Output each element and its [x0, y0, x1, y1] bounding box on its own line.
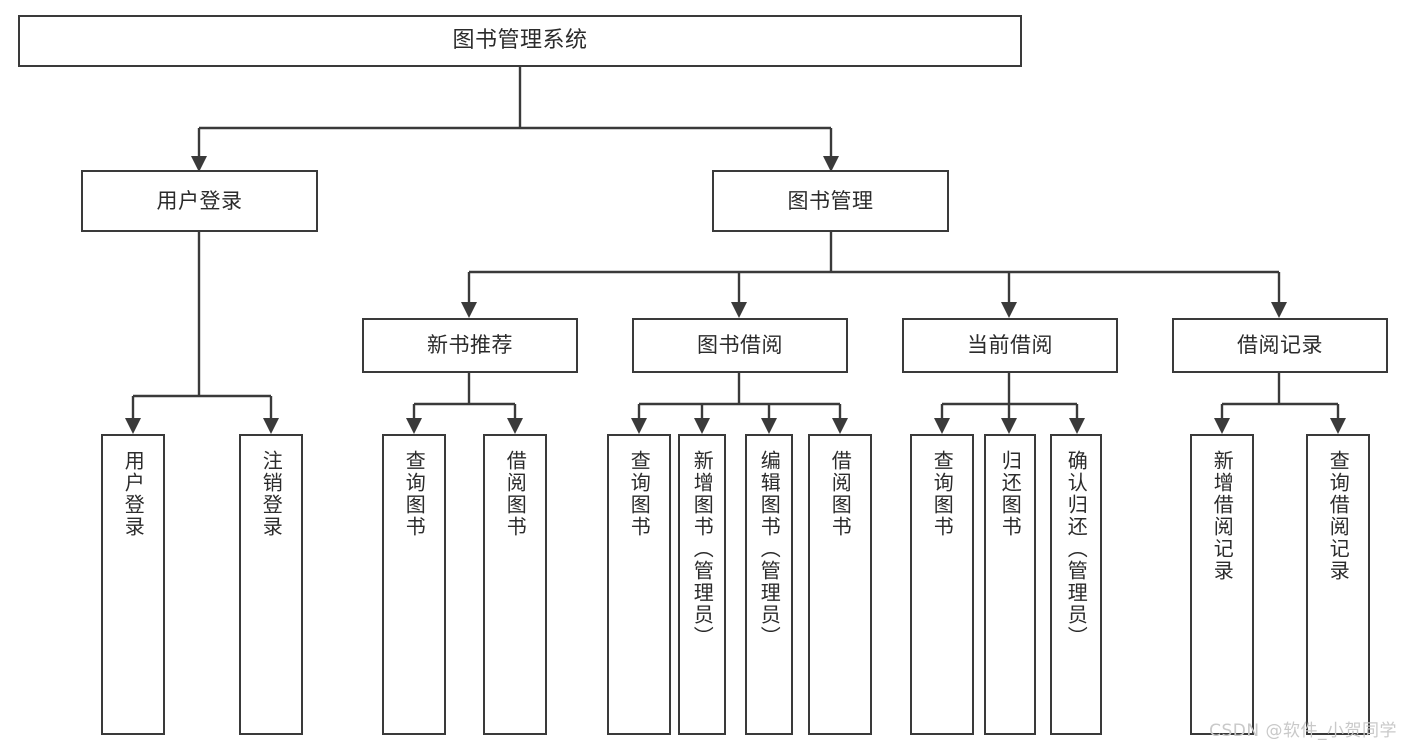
- node-book-management[interactable]: 图书管理: [712, 170, 949, 232]
- node-label: 借阅图书: [828, 450, 853, 538]
- node-new-book-recommend[interactable]: 新书推荐: [362, 318, 578, 373]
- leaf-book-borrow-query-book[interactable]: 查询图书: [607, 434, 671, 735]
- node-label: 查询图书: [402, 450, 427, 538]
- leaf-borrow-record-add-record[interactable]: 新增借阅记录: [1190, 434, 1254, 735]
- node-label: 查询图书: [627, 450, 652, 538]
- leaf-book-borrow-borrow-book[interactable]: 借阅图书: [808, 434, 872, 735]
- csdn-watermark: CSDN @软件_小贺同学: [1209, 721, 1397, 741]
- node-root-book-management-system[interactable]: 图书管理系统: [18, 15, 1022, 67]
- node-label: 确认归还（管理员）: [1064, 450, 1089, 648]
- node-label: 注销登录: [259, 450, 284, 538]
- leaf-user-login-login[interactable]: 用户登录: [101, 434, 165, 735]
- node-label: 借阅图书: [503, 450, 528, 538]
- leaf-borrow-record-query-record[interactable]: 查询借阅记录: [1306, 434, 1370, 735]
- node-current-borrow[interactable]: 当前借阅: [902, 318, 1118, 373]
- node-label: 归还图书: [998, 450, 1023, 538]
- node-label: 用户登录: [156, 188, 243, 213]
- node-label: 当前借阅: [967, 333, 1053, 358]
- leaf-book-borrow-add-book-admin[interactable]: 新增图书（管理员）: [678, 434, 726, 735]
- node-label: 图书借阅: [697, 333, 783, 358]
- node-label: 查询借阅记录: [1326, 450, 1351, 582]
- node-borrow-record[interactable]: 借阅记录: [1172, 318, 1388, 373]
- leaf-current-borrow-query-book[interactable]: 查询图书: [910, 434, 974, 735]
- leaf-current-borrow-return-book[interactable]: 归还图书: [984, 434, 1036, 735]
- node-label: 图书管理: [787, 188, 874, 213]
- node-label: 借阅记录: [1237, 333, 1323, 358]
- node-label: 编辑图书（管理员）: [757, 450, 782, 648]
- node-label: 新增图书（管理员）: [690, 450, 715, 648]
- leaf-new-book-borrow-book[interactable]: 借阅图书: [483, 434, 547, 735]
- node-label: 查询图书: [930, 450, 955, 538]
- leaf-book-borrow-edit-book-admin[interactable]: 编辑图书（管理员）: [745, 434, 793, 735]
- node-label: 新书推荐: [427, 333, 513, 358]
- node-label: 图书管理系统: [452, 28, 588, 54]
- leaf-current-borrow-confirm-return-admin[interactable]: 确认归还（管理员）: [1050, 434, 1102, 735]
- node-user-login[interactable]: 用户登录: [81, 170, 318, 232]
- node-label: 新增借阅记录: [1210, 450, 1235, 582]
- node-book-borrow[interactable]: 图书借阅: [632, 318, 848, 373]
- leaf-user-login-logout[interactable]: 注销登录: [239, 434, 303, 735]
- node-label: 用户登录: [121, 450, 146, 538]
- leaf-new-book-query-book[interactable]: 查询图书: [382, 434, 446, 735]
